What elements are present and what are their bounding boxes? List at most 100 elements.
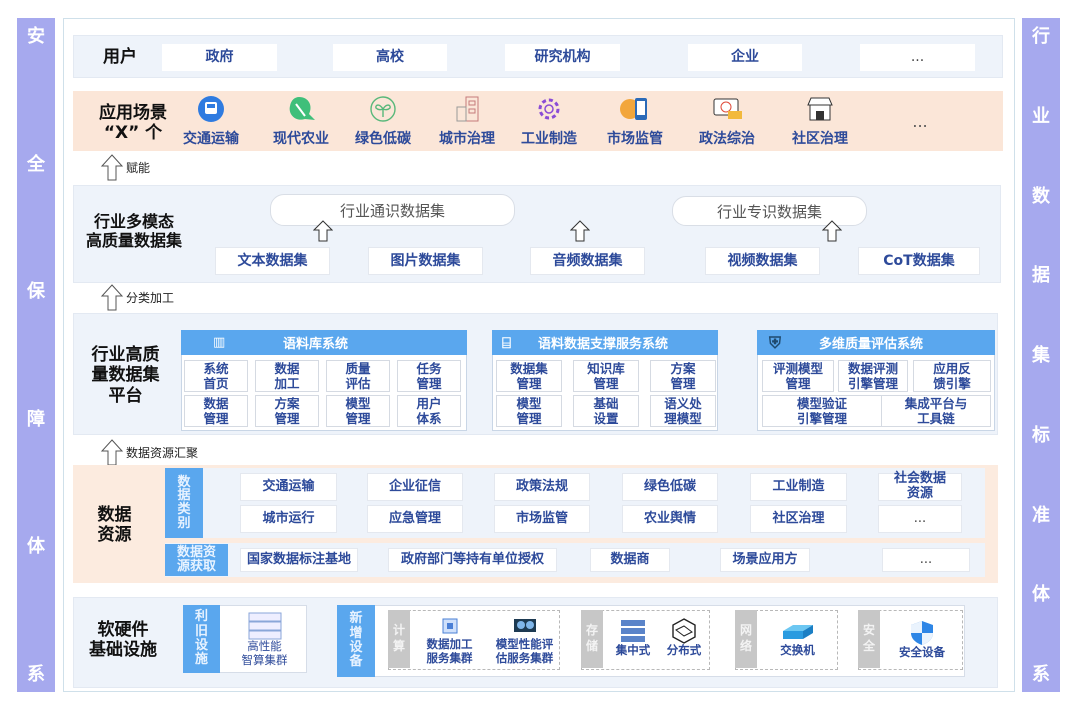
platform-label-line: 平台	[108, 385, 143, 406]
up-arrow-icon	[100, 439, 124, 466]
general-dataset-pill: 行业通识数据集	[270, 194, 515, 226]
infra-label-line1: 软硬件	[97, 620, 149, 640]
security-label: 安 全	[858, 610, 880, 668]
right-bar-char: 行	[1032, 26, 1050, 47]
dataset-item: 图片数据集	[368, 247, 483, 275]
up-arrow-icon	[100, 284, 124, 311]
scenarios-label-line1: 应用场景	[99, 103, 167, 123]
scenario-label: 社区治理	[792, 131, 848, 147]
right-side-bar: 行业数据集标准体系	[1022, 18, 1060, 692]
support-cell: 基础 设置	[573, 395, 639, 427]
scenario-label: 政法综治	[699, 131, 755, 147]
main-frame	[63, 18, 1015, 692]
left-bar-char: 保	[27, 281, 45, 303]
storage-item-label: 集中式	[615, 643, 651, 657]
scenario-label: 现代农业	[273, 131, 329, 147]
resources-label-line2: 资源	[97, 525, 132, 546]
reuse-label: 利 旧 设 施	[183, 605, 220, 673]
resources-label: 数据资源	[82, 505, 147, 546]
scenarios-label-line2: “X” 个	[103, 123, 163, 144]
compute-item-label: 数据加工 服务集群	[426, 637, 473, 665]
category-item: 社会数据 资源	[878, 471, 962, 501]
shield-gear-icon: ⛨	[769, 332, 782, 352]
scenario-label: 工业制造	[521, 131, 577, 147]
category-label: 数 据 类 别	[165, 468, 203, 538]
hpc-cluster: 高性能 智算集群	[222, 612, 307, 668]
scenarios-more: ...	[912, 112, 928, 131]
platform-label-line: 行业高质	[91, 345, 160, 365]
storage-label: 存 储	[581, 610, 603, 668]
up-arrow-icon	[822, 220, 842, 242]
left-bar-char: 系	[27, 663, 45, 685]
user-item: 高校	[333, 44, 447, 71]
scenario-label: 城市治理	[439, 131, 495, 147]
corpus-cell: 用户 体系	[397, 395, 461, 427]
target-monitor-icon	[710, 93, 744, 125]
corpus-cell: 数据 加工	[255, 360, 319, 392]
chip-icon	[442, 618, 457, 634]
category-item: 农业舆情	[622, 505, 718, 533]
aggregate-label: 数据资源汇聚	[126, 445, 199, 460]
category-item: 社区治理	[750, 505, 847, 533]
security-item: 安全设备	[882, 620, 962, 660]
infra-label: 软硬件基础设施	[78, 620, 168, 661]
classify-label: 分类加工	[126, 290, 175, 305]
support-cell: 知识库 管理	[573, 360, 639, 392]
dataset-item: 音频数据集	[530, 247, 645, 275]
leaf-icon	[285, 93, 317, 125]
platform-label-line: 量数据集	[91, 365, 160, 386]
corpus-system-title: 语料库系统	[283, 337, 349, 352]
hpc-cluster-label: 高性能 智算集群	[241, 639, 288, 667]
network-item-label: 交换机	[780, 643, 815, 657]
user-item: 企业	[688, 44, 802, 71]
network-label: 网 络	[735, 610, 757, 668]
category-item: 政策法规	[494, 473, 590, 501]
support-cell: 语义处 理模型	[650, 395, 716, 427]
gpu-card-icon	[513, 619, 536, 632]
new-equipment-label: 新 增 设 备	[337, 605, 375, 677]
switch-icon	[782, 625, 813, 639]
storage-item: 集中式	[608, 618, 658, 658]
acquire-item: 政府部门等持有单位授权	[388, 548, 557, 572]
acquire-item: ...	[882, 548, 970, 572]
datasets-label-line2: 高质量数据集	[85, 231, 182, 251]
bar-chart-icon: ▥	[213, 335, 226, 350]
compute-label: 计 算	[388, 610, 410, 668]
scenario-label: 交通运输	[183, 131, 239, 147]
users-label: 用户	[103, 47, 137, 67]
up-arrow-icon	[313, 220, 333, 242]
compute-item: 数据加工 服务集群	[412, 614, 487, 666]
gear-icon	[535, 93, 563, 125]
scenario-label: 绿色低碳	[355, 131, 411, 147]
right-bar-char: 业	[1032, 105, 1050, 127]
left-bar-char: 全	[27, 153, 45, 175]
classify-arrow: 分类加工	[100, 283, 174, 311]
scenario-item: 城市治理	[422, 93, 512, 148]
category-item: 交通运输	[240, 473, 337, 501]
acquire-item: 国家数据标注基地	[240, 548, 358, 572]
left-side-bar: 安全保障体系	[17, 18, 55, 692]
support-system-header: ⌸语料数据支撑服务系统	[492, 330, 718, 355]
dataset-item: 视频数据集	[705, 247, 820, 275]
distributed-hexagon-icon	[672, 618, 696, 644]
quality-system-header: ⛨多维质量评估系统	[757, 330, 995, 355]
aggregate-arrow: 数据资源汇聚	[100, 438, 198, 466]
left-bar-char: 体	[27, 536, 45, 558]
right-bar-char: 准	[1032, 504, 1050, 526]
datasets-label: 行业多模态高质量数据集	[75, 212, 193, 250]
up-arrow-icon	[570, 220, 590, 242]
acquire-item: 场景应用方	[720, 548, 810, 572]
special-dataset-pill: 行业专识数据集	[672, 196, 867, 226]
left-bar-char: 安	[27, 26, 45, 47]
category-item: 企业征信	[367, 473, 463, 501]
right-bar-char: 标	[1032, 424, 1050, 446]
corpus-cell: 数据 管理	[184, 395, 248, 427]
category-item: 工业制造	[750, 473, 847, 501]
corpus-cell: 方案 管理	[255, 395, 319, 427]
quality-cell: 集成平台与 工具链	[881, 395, 991, 427]
right-bar-char: 体	[1032, 584, 1050, 606]
quality-cell: 数据评测 引擎管理	[838, 360, 908, 392]
compute-item: 模型性能评 估服务集群	[487, 614, 562, 666]
user-item: 研究机构	[505, 44, 620, 71]
acquire-label: 数据资 源获取	[165, 544, 228, 576]
